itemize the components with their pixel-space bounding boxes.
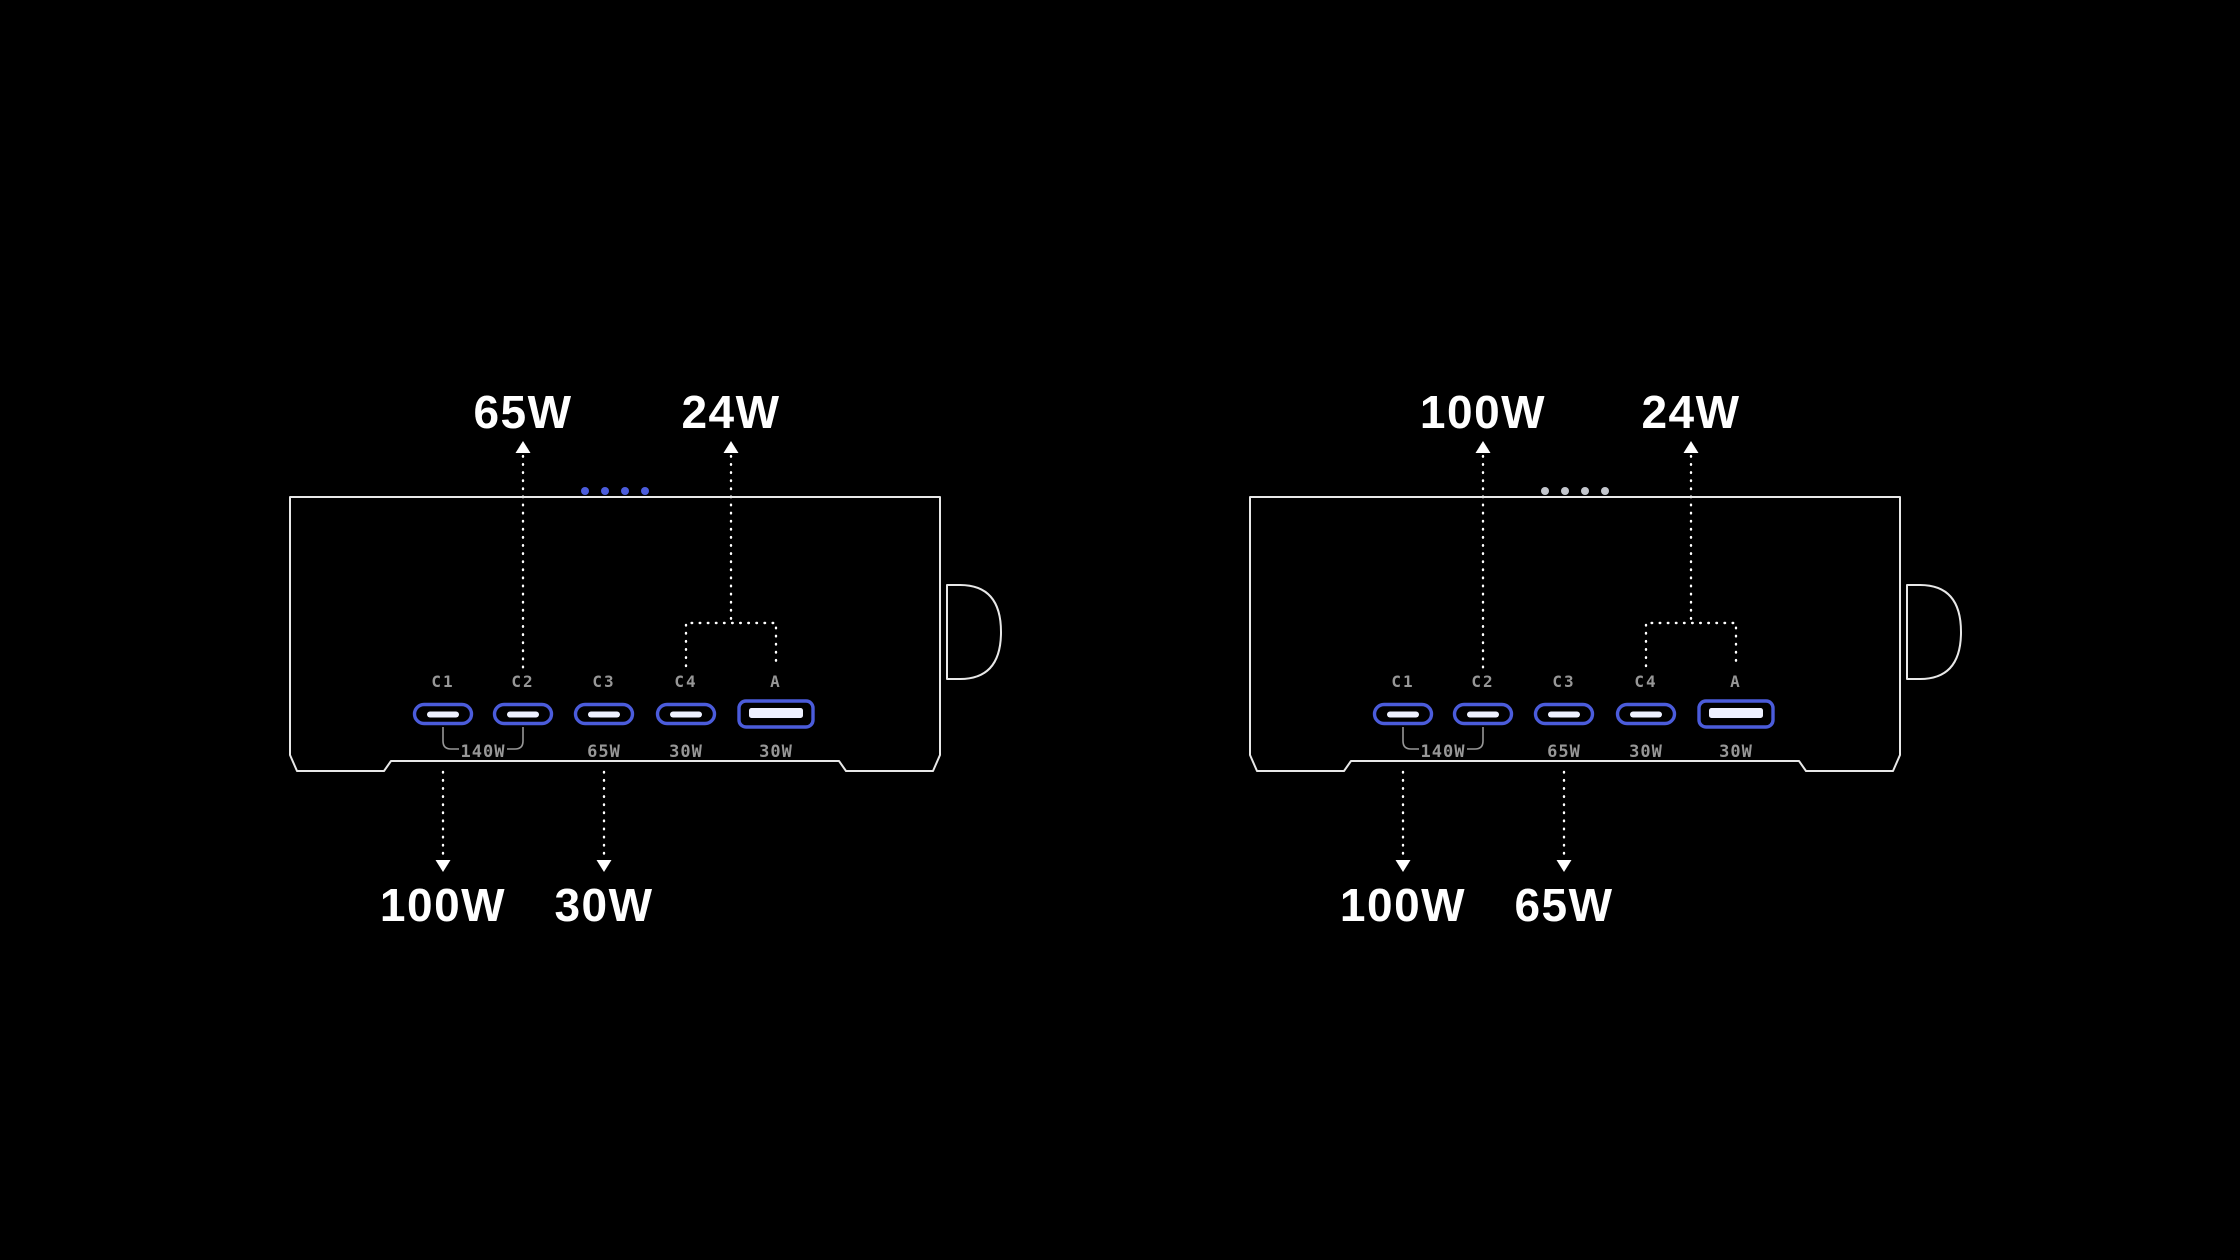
led-dot xyxy=(581,487,589,495)
rating-c4: 30W xyxy=(1629,742,1663,762)
port-label-c2: C2 xyxy=(1471,672,1494,691)
led-indicators xyxy=(581,487,649,495)
led-dot xyxy=(601,487,609,495)
rating-bracket-c1 xyxy=(1402,727,1419,750)
rating-bracket-c2 xyxy=(1467,727,1484,750)
usb-c-port-pin xyxy=(427,711,459,718)
arrowhead-down-c3 xyxy=(596,860,612,872)
arrowhead-up-c4-a xyxy=(723,441,739,453)
rating-c1-c2: 140W xyxy=(461,742,506,762)
usb-c-port-outline xyxy=(412,702,474,726)
usb-c-port-pin xyxy=(670,711,702,718)
arrowhead-up-c2 xyxy=(515,441,531,453)
led-dot xyxy=(1601,487,1609,495)
port-label-a: A xyxy=(1730,672,1742,691)
usb-c-port-pin xyxy=(588,711,620,718)
led-dot xyxy=(641,487,649,495)
usb-a-port-outline xyxy=(1697,699,1775,729)
port-label-c4: C4 xyxy=(674,672,697,691)
led-dot xyxy=(1541,487,1549,495)
usb-c-port-pin xyxy=(1630,711,1662,718)
port-c2: C2 xyxy=(492,672,554,726)
callout-bottom-c1: 100W xyxy=(1340,879,1466,931)
port-c3: C3 xyxy=(573,672,635,726)
usb-c-port-pin xyxy=(1387,711,1419,718)
rating-c4: 30W xyxy=(669,742,703,762)
callout-top-c4-a: 24W xyxy=(681,386,780,438)
usb-c-port-pin xyxy=(1548,711,1580,718)
arrowhead-down-c3 xyxy=(1556,860,1572,872)
rating-a: 30W xyxy=(1719,742,1753,762)
port-label-a: A xyxy=(770,672,782,691)
usb-c-port-pin xyxy=(1467,711,1499,718)
port-a: A xyxy=(1697,672,1775,729)
port-c1: C1 xyxy=(1372,672,1434,726)
usb-c-port-outline xyxy=(573,702,635,726)
power-connector-outline xyxy=(1906,584,1962,680)
rating-c1-c2: 140W xyxy=(1421,742,1466,762)
power-connector-outline xyxy=(946,584,1002,680)
usb-c-port-outline xyxy=(1452,702,1514,726)
usb-a-port-outline xyxy=(737,699,815,729)
usb-c-port-outline xyxy=(1372,702,1434,726)
port-c1: C1 xyxy=(412,672,474,726)
arrowhead-up-c4-a xyxy=(1683,441,1699,453)
arrow-bracket-c4-a xyxy=(684,621,778,668)
led-indicators xyxy=(1541,487,1609,495)
rating-c3: 65W xyxy=(587,742,621,762)
port-label-c1: C1 xyxy=(431,672,454,691)
usb-c-port-outline xyxy=(492,702,554,726)
led-dot xyxy=(621,487,629,495)
port-c3: C3 xyxy=(1533,672,1595,726)
arrowhead-up-c2 xyxy=(1475,441,1491,453)
arrowhead-down-c1 xyxy=(1395,860,1411,872)
port-label-c2: C2 xyxy=(511,672,534,691)
usb-c-port-outline xyxy=(1615,702,1677,726)
rating-bracket-c2 xyxy=(507,727,524,750)
arrowhead-down-c1 xyxy=(435,860,451,872)
callout-bottom-c3: 65W xyxy=(1514,879,1613,931)
port-c4: C4 xyxy=(655,672,717,726)
callout-bottom-c3: 30W xyxy=(554,879,653,931)
usb-c-port-pin xyxy=(507,711,539,718)
port-c4: C4 xyxy=(1615,672,1677,726)
callout-top-c4-a: 24W xyxy=(1641,386,1740,438)
port-label-c4: C4 xyxy=(1634,672,1657,691)
charger-body-outline xyxy=(289,496,941,772)
led-dot xyxy=(1581,487,1589,495)
rating-a: 30W xyxy=(759,742,793,762)
callout-bottom-c1: 100W xyxy=(380,879,506,931)
usb-c-port-outline xyxy=(1533,702,1595,726)
rating-bracket-c1 xyxy=(442,727,459,750)
port-label-c3: C3 xyxy=(1552,672,1575,691)
port-label-c3: C3 xyxy=(592,672,615,691)
led-dot xyxy=(1561,487,1569,495)
rating-c3: 65W xyxy=(1547,742,1581,762)
usb-a-port-pin xyxy=(749,708,803,718)
arrow-bracket-c4-a xyxy=(1644,621,1738,668)
port-a: A xyxy=(737,672,815,729)
callout-top-c2: 65W xyxy=(473,386,572,438)
port-label-c1: C1 xyxy=(1391,672,1414,691)
charger-diagram-left: 65W 24W 100W 30W C1 C2 xyxy=(289,386,1002,931)
callout-top-c2: 100W xyxy=(1420,386,1546,438)
usb-c-port-outline xyxy=(655,702,717,726)
usb-a-port-pin xyxy=(1709,708,1763,718)
charger-body-outline xyxy=(1249,496,1901,772)
charger-diagram-right: 100W 24W 100W 65W C1 C2 xyxy=(1249,386,1962,931)
port-c2: C2 xyxy=(1452,672,1514,726)
